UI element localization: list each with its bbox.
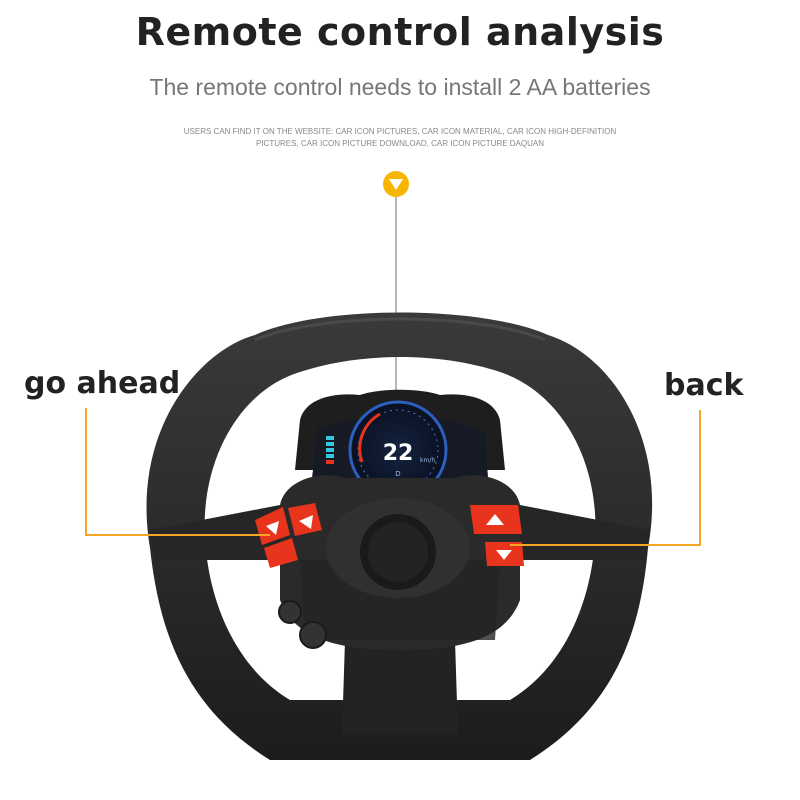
horn-button-1[interactable] bbox=[278, 600, 302, 624]
level-indicator bbox=[326, 436, 334, 464]
website-note-line-2: PICTURES, CAR ICON PICTURE DOWNLOAD, CAR… bbox=[255, 139, 545, 148]
speed-arc bbox=[358, 412, 381, 463]
speed-unit: km/h bbox=[420, 457, 435, 464]
website-note: USERS CAN FIND IT ON THE WEBSITE: CAR IC… bbox=[150, 126, 650, 150]
speed-readout: 22 bbox=[383, 441, 414, 466]
rim-highlight bbox=[254, 317, 546, 342]
joystick-knob[interactable] bbox=[326, 498, 470, 598]
forward-left-button[interactable] bbox=[264, 538, 298, 568]
down-arrow-icon bbox=[383, 171, 409, 197]
go-ahead-label: go ahead bbox=[24, 366, 181, 401]
page-subtitle: The remote control needs to install 2 AA… bbox=[149, 74, 651, 100]
right-leader-line bbox=[510, 410, 701, 546]
page-title: Remote control analysis bbox=[135, 10, 665, 54]
speedometer-ticks bbox=[357, 409, 439, 491]
forward-right-button[interactable] bbox=[288, 503, 322, 536]
gear-indicator: D bbox=[395, 470, 400, 478]
back-down-button[interactable] bbox=[485, 542, 524, 566]
horn-button-2[interactable] bbox=[299, 621, 327, 649]
left-spoke bbox=[150, 505, 285, 560]
left-leader-line bbox=[85, 408, 270, 536]
bottom-spoke bbox=[342, 640, 458, 735]
website-note-line-1: USERS CAN FIND IT ON THE WEBSITE: CAR IC… bbox=[183, 127, 617, 136]
right-spoke bbox=[515, 505, 650, 560]
back-up-button[interactable] bbox=[470, 505, 522, 534]
back-label: back bbox=[664, 368, 744, 403]
